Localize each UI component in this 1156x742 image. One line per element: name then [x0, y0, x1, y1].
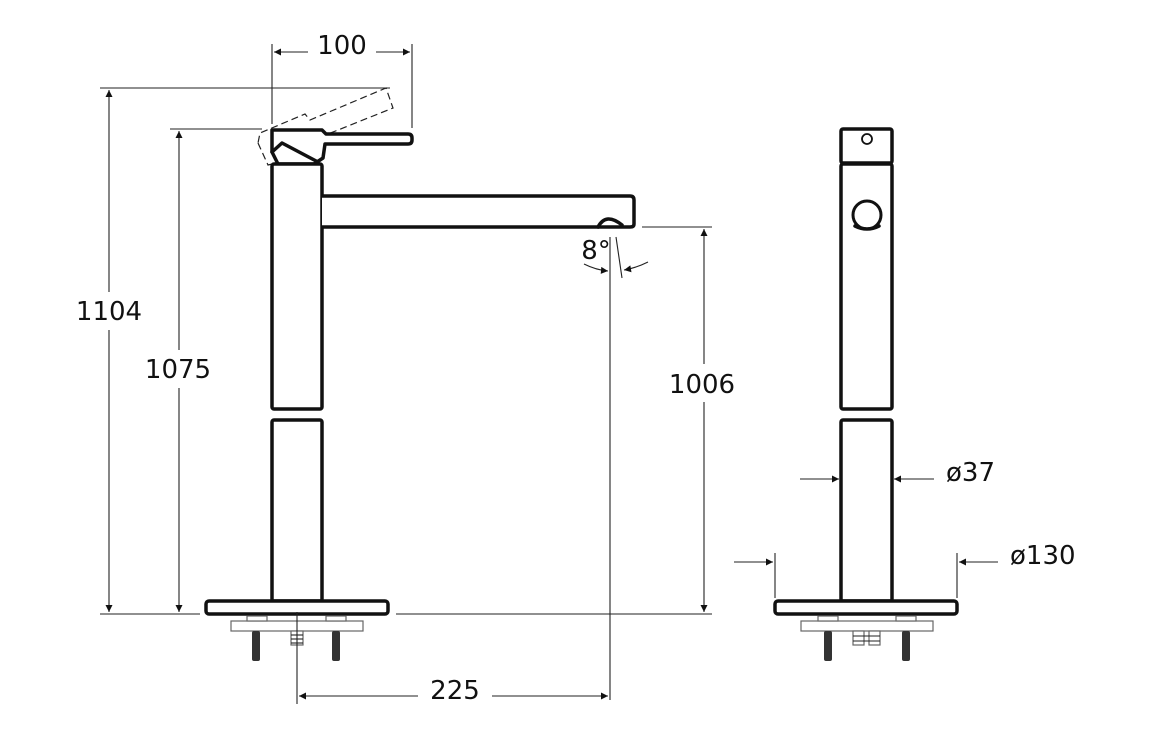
dim-lever-reach: 100 [317, 31, 367, 61]
dim-body-height: 1075 [145, 355, 211, 385]
side-dimensions: 100 1104 1075 1006 8° 225 [76, 31, 735, 706]
stud-front-right [902, 631, 910, 661]
base-plate-front [773, 599, 959, 616]
spout-aerator [596, 217, 624, 229]
dim-body-diameter: ø37 [946, 458, 995, 488]
spout [322, 194, 636, 229]
lower-body-front [839, 418, 894, 603]
spout-outlet [851, 199, 883, 231]
dim-spout-angle: 8° [581, 236, 611, 266]
washer-right [325, 615, 347, 622]
stud-front-left [824, 631, 832, 661]
dim-base-diameter: ø130 [1010, 541, 1076, 571]
stud-right [332, 631, 340, 661]
side-view [204, 87, 636, 661]
upper-body [270, 162, 324, 411]
dim-spout-height: 1006 [669, 370, 735, 400]
stud-left [252, 631, 260, 661]
lever-bevel [270, 141, 320, 164]
washer-left [246, 615, 268, 622]
front-view [773, 127, 959, 661]
front-dimensions: ø37 ø130 [734, 458, 1076, 598]
mounting-plate-front [800, 620, 934, 632]
hose-connector-left [852, 630, 865, 646]
dim-spout-projection: 225 [430, 676, 480, 706]
dim-total-height: 1104 [76, 297, 142, 327]
lower-body [270, 418, 324, 603]
lever-indicator-dot [861, 133, 873, 145]
hose-connector-right [868, 630, 881, 646]
